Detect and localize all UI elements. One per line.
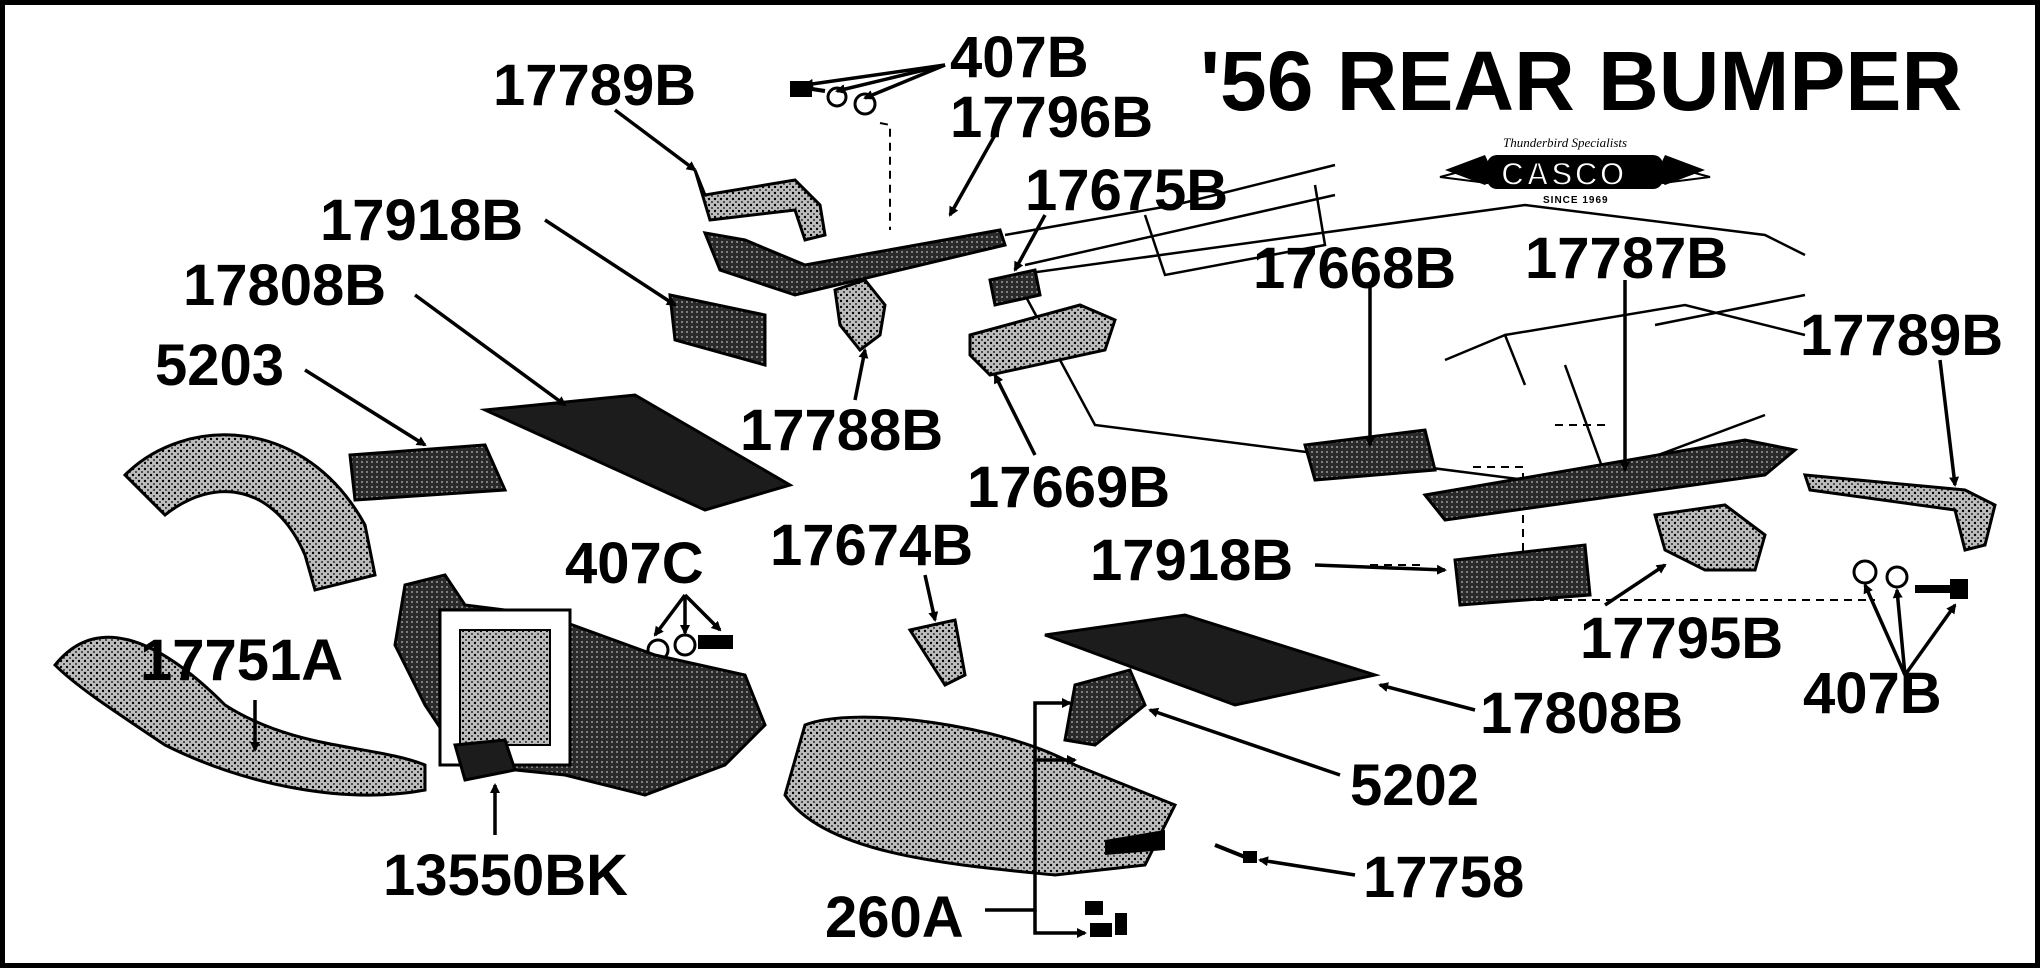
label-407B-right: 407B — [1803, 661, 1942, 726]
logo-brand: CASCO — [1501, 156, 1627, 192]
label-17789B-top: 17789B — [493, 53, 696, 118]
part-17787B-bar — [1422, 438, 1799, 522]
part-5203-light — [348, 443, 508, 502]
label-17674B: 17674B — [770, 513, 973, 578]
label-17668B: 17668B — [1253, 236, 1456, 301]
part-17789B-top-bracket — [693, 169, 827, 242]
part-left-bumper-end — [122, 433, 377, 592]
label-17808B-left: 17808B — [183, 253, 386, 318]
label-17675B: 17675B — [1025, 158, 1228, 223]
part-5202-light — [1063, 668, 1147, 747]
part-17758-screw — [1214, 843, 1257, 863]
part-17918B-left-pad — [668, 293, 767, 367]
label-17669B: 17669B — [967, 455, 1170, 520]
logo-since: SINCE 1969 — [1543, 195, 1609, 206]
leader-arrows — [250, 63, 1960, 938]
label-5203: 5203 — [155, 333, 284, 398]
part-17788B-bracket — [833, 278, 887, 353]
part-17751A-guard — [52, 635, 427, 797]
part-17808B-left-plate — [479, 393, 794, 512]
part-407C-bolts — [646, 633, 733, 662]
label-17808B-right: 17808B — [1480, 681, 1683, 746]
alignment-lines — [879, 122, 1875, 601]
label-17796B: 17796B — [950, 85, 1153, 150]
part-17674B-bracket — [907, 618, 967, 687]
label-407B-top: 407B — [950, 25, 1089, 90]
part-13550BK-license-light — [453, 738, 517, 782]
exploded-parts-diagram: '56 REAR BUMPER Thunderbird Specialists … — [52, 25, 2003, 950]
part-17808B-right-plate — [1044, 613, 1381, 707]
part-407B-right-bolts — [1852, 559, 1968, 599]
part-right-bumper-section — [783, 715, 1178, 877]
label-17918B-right: 17918B — [1090, 528, 1293, 593]
label-260A: 260A — [825, 885, 964, 950]
label-17758: 17758 — [1363, 845, 1524, 910]
logo-tagline: Thunderbird Specialists — [1503, 135, 1627, 150]
part-17795B-bracket — [1653, 503, 1767, 572]
label-17918B-left: 17918B — [320, 188, 523, 253]
label-17788B: 17788B — [740, 398, 943, 463]
label-5202: 5202 — [1350, 753, 1479, 818]
label-13550BK: 13550BK — [383, 843, 628, 908]
part-17668B-pad — [1303, 428, 1437, 482]
part-17918B-right-pad — [1453, 543, 1592, 607]
label-17787B: 17787B — [1525, 226, 1728, 291]
label-407C: 407C — [565, 531, 704, 596]
part-260A-nuts — [1085, 901, 1127, 937]
part-17796B-bar — [702, 228, 1007, 297]
part-center-bumper-section — [393, 573, 767, 797]
part-17669B-bracket — [968, 303, 1117, 377]
diagram-title: '56 REAR BUMPER — [1200, 34, 1962, 128]
part-17789B-right-bracket — [1802, 473, 1997, 552]
label-17795B: 17795B — [1580, 606, 1783, 671]
casco-logo: Thunderbird Specialists CASCO SINCE 1969 — [1439, 135, 1711, 206]
logo-wings — [1439, 155, 1711, 189]
label-17751A: 17751A — [140, 628, 343, 693]
label-17789B-right: 17789B — [1800, 303, 2003, 368]
part-17675B-bracket — [988, 268, 1042, 307]
